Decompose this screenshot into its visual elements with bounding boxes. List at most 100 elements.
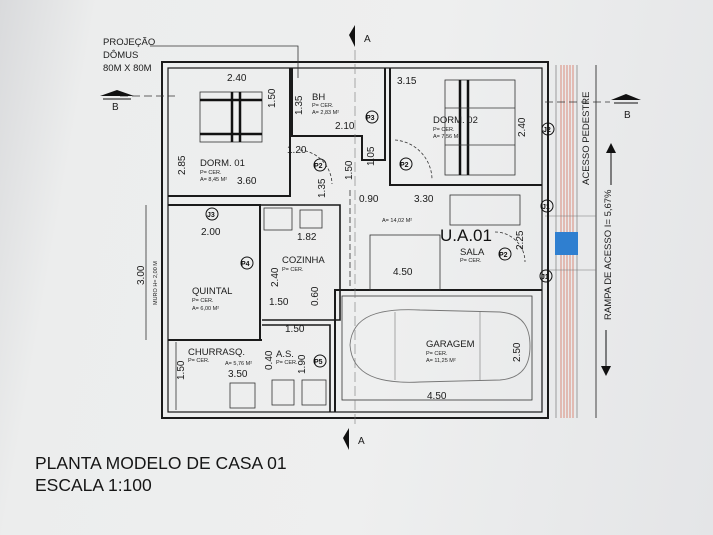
- svg-text:J1: J1: [542, 204, 550, 211]
- room-churrasq: CHURRASQ. P= CER. A= 5,76 M²: [188, 347, 252, 367]
- svg-text:2.85: 2.85: [177, 155, 188, 175]
- plan-title: PLANTA MODELO DE CASA 01: [35, 453, 287, 473]
- svg-text:A= 14,02 M²: A= 14,02 M²: [382, 218, 412, 224]
- svg-text:1.50: 1.50: [267, 88, 278, 108]
- svg-text:P= CER.: P= CER.: [276, 360, 298, 366]
- room-garagem: GARAGEM P= CER. A= 11,25 M²: [426, 339, 475, 364]
- svg-text:P= CER.: P= CER.: [312, 103, 334, 109]
- svg-text:1.82: 1.82: [297, 232, 317, 243]
- svg-text:1.20: 1.20: [287, 145, 307, 156]
- svg-text:3.60: 3.60: [237, 176, 257, 187]
- svg-text:2.00: 2.00: [201, 227, 221, 238]
- svg-text:3.15: 3.15: [397, 76, 417, 87]
- svg-text:P3: P3: [366, 115, 375, 122]
- svg-text:2.50: 2.50: [512, 342, 523, 362]
- svg-text:P= CER.: P= CER.: [426, 351, 448, 357]
- projection-line-2: DÔMUS: [103, 50, 138, 61]
- svg-text:3.50: 3.50: [228, 369, 248, 380]
- plan-scale: ESCALA 1:100: [35, 475, 152, 495]
- tag-j3: J3: [205, 207, 219, 221]
- svg-text:1.90: 1.90: [297, 354, 308, 374]
- section-marker-b-right: B: [611, 94, 641, 121]
- svg-text:QUINTAL: QUINTAL: [192, 286, 232, 297]
- svg-text:1.50: 1.50: [269, 297, 289, 308]
- tag-p3: P3: [365, 110, 379, 124]
- svg-text:1.50: 1.50: [285, 324, 305, 335]
- svg-text:1.35: 1.35: [294, 95, 305, 115]
- svg-text:2.25: 2.25: [515, 230, 526, 250]
- svg-text:B: B: [624, 110, 631, 121]
- room-quintal: QUINTAL P= CER. A= 6,00 M²: [192, 286, 232, 312]
- svg-text:J3: J3: [207, 212, 215, 219]
- svg-text:1.50: 1.50: [176, 360, 187, 380]
- pedestrian-access-label: ACESSO PEDESTRE: [581, 92, 592, 185]
- svg-text:4.50: 4.50: [393, 267, 413, 278]
- svg-text:A= 7,56 M²: A= 7,56 M²: [433, 134, 460, 140]
- svg-text:0.60: 0.60: [310, 286, 321, 306]
- tag-p2: P2: [498, 247, 512, 261]
- svg-text:SALA: SALA: [460, 247, 485, 258]
- svg-text:0.90: 0.90: [359, 194, 379, 205]
- dimensions: 2.40 1.50 1.35 2.10 1.20 2.85 3.60 1.50 …: [136, 73, 528, 402]
- ramp-label: RAMPA DE ACESSO I= 5,67%: [603, 189, 614, 320]
- svg-text:2.40: 2.40: [227, 73, 247, 84]
- svg-text:BH: BH: [312, 92, 325, 103]
- tag-j2: J2: [541, 122, 555, 136]
- room-sala: A= 14,02 M² SALA P= CER.: [382, 218, 485, 264]
- svg-text:CHURRASQ.: CHURRASQ.: [188, 347, 245, 358]
- room-cozinha: COZINHA P= CER.: [282, 255, 325, 273]
- svg-text:B: B: [112, 102, 119, 113]
- svg-text:A= 11,25 M²: A= 11,25 M²: [426, 358, 456, 364]
- arrow-down-icon: [601, 330, 611, 376]
- tag-p5: P5: [313, 354, 327, 368]
- svg-text:P= CER.: P= CER.: [433, 127, 455, 133]
- svg-text:4.50: 4.50: [427, 391, 447, 402]
- svg-text:A: A: [364, 34, 371, 45]
- svg-text:P2: P2: [499, 252, 508, 259]
- svg-text:P= CER.: P= CER.: [282, 267, 304, 273]
- svg-text:P= CER.: P= CER.: [460, 258, 482, 264]
- svg-text:A= 5,76 M²: A= 5,76 M²: [225, 361, 252, 367]
- tag-p4: P4: [240, 256, 254, 270]
- svg-text:1.05: 1.05: [366, 146, 377, 166]
- svg-text:P5: P5: [314, 359, 323, 366]
- projection-line-1: PROJEÇÃO: [103, 37, 155, 48]
- svg-text:DORM. 02: DORM. 02: [433, 115, 478, 126]
- svg-text:A= 8,45 M²: A= 8,45 M²: [200, 177, 227, 183]
- svg-text:A= 6,00 M²: A= 6,00 M²: [192, 306, 219, 312]
- section-marker-a-bottom: A: [343, 428, 365, 450]
- svg-text:P= CER.: P= CER.: [200, 170, 222, 176]
- access-marker: [555, 232, 578, 255]
- section-marker-a-top: A: [349, 25, 371, 47]
- svg-text:3.30: 3.30: [414, 194, 434, 205]
- svg-text:GARAGEM: GARAGEM: [426, 339, 475, 350]
- svg-text:P= CER.: P= CER.: [192, 298, 214, 304]
- section-marker-b-left: B: [100, 90, 134, 113]
- svg-text:J1: J1: [541, 274, 549, 281]
- walls: [120, 45, 610, 425]
- arrow-up-icon: [606, 143, 616, 185]
- tag-j1: J1: [539, 269, 553, 283]
- svg-text:0.40: 0.40: [264, 350, 275, 370]
- svg-text:COZINHA: COZINHA: [282, 255, 325, 266]
- room-as: A.S. P= CER.: [276, 349, 298, 366]
- projection-line-3: 80M X 80M: [103, 63, 152, 74]
- svg-text:A: A: [358, 436, 365, 447]
- svg-text:P2: P2: [314, 163, 323, 170]
- svg-text:MURO H= 2,00 M: MURO H= 2,00 M: [153, 261, 159, 305]
- room-dorm01: DORM. 01 P= CER. A= 8,45 M²: [200, 158, 245, 183]
- svg-text:J2: J2: [543, 127, 551, 134]
- svg-text:2.10: 2.10: [335, 121, 355, 132]
- unit-label: U.A.01: [440, 226, 492, 245]
- svg-text:P4: P4: [241, 261, 250, 268]
- svg-text:P= CER.: P= CER.: [188, 358, 210, 364]
- svg-text:1.50: 1.50: [344, 160, 355, 180]
- svg-text:A.S.: A.S.: [276, 349, 294, 360]
- tag-p2: P2: [313, 158, 327, 172]
- tag-j1: J1: [540, 199, 554, 213]
- svg-text:3.00: 3.00: [136, 265, 147, 285]
- svg-text:P2: P2: [400, 162, 409, 169]
- room-dorm02: DORM. 02 P= CER. A= 7,56 M²: [433, 115, 478, 140]
